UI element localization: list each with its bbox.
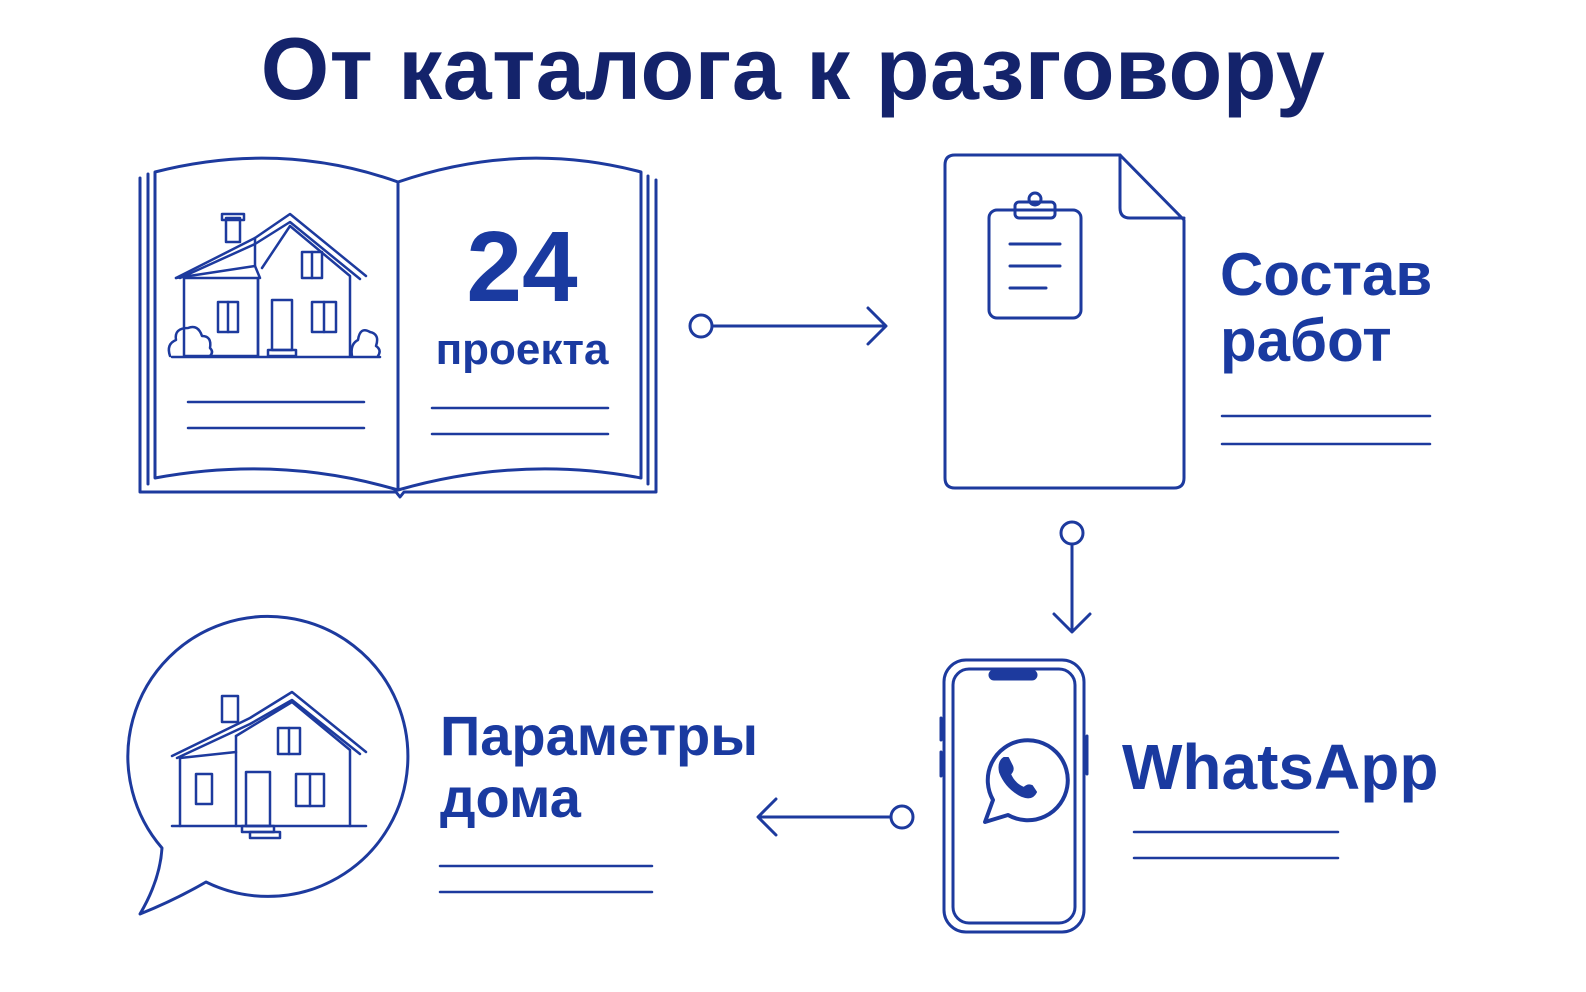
- whatsapp-label: WhatsApp: [1122, 731, 1439, 803]
- whatsapp-icon: [983, 738, 1070, 824]
- project-count: 24: [466, 211, 578, 323]
- works-label-line-1: Состав: [1220, 241, 1433, 308]
- clipboard-icon: [987, 191, 1083, 320]
- params-label-line-1: Параметры: [440, 704, 759, 767]
- open-book-icon: [138, 156, 658, 499]
- works-label-line-2: работ: [1220, 307, 1392, 374]
- smartphone-icon: [939, 658, 1089, 934]
- arrow-right-icon: [688, 306, 888, 346]
- document-icon: [943, 153, 1186, 490]
- house-icon: [170, 690, 368, 840]
- works-label: Состав работ: [1220, 242, 1432, 374]
- speech-bubble-icon: [126, 614, 410, 916]
- house-icon: [167, 212, 382, 359]
- page-title: От каталога к разговору: [260, 19, 1326, 118]
- arrow-left-icon: [756, 797, 915, 837]
- arrow-down-icon: [1052, 520, 1092, 634]
- project-count-label: проекта: [435, 325, 609, 374]
- params-label-line-2: дома: [440, 765, 581, 829]
- params-label: Параметры дома: [440, 705, 758, 828]
